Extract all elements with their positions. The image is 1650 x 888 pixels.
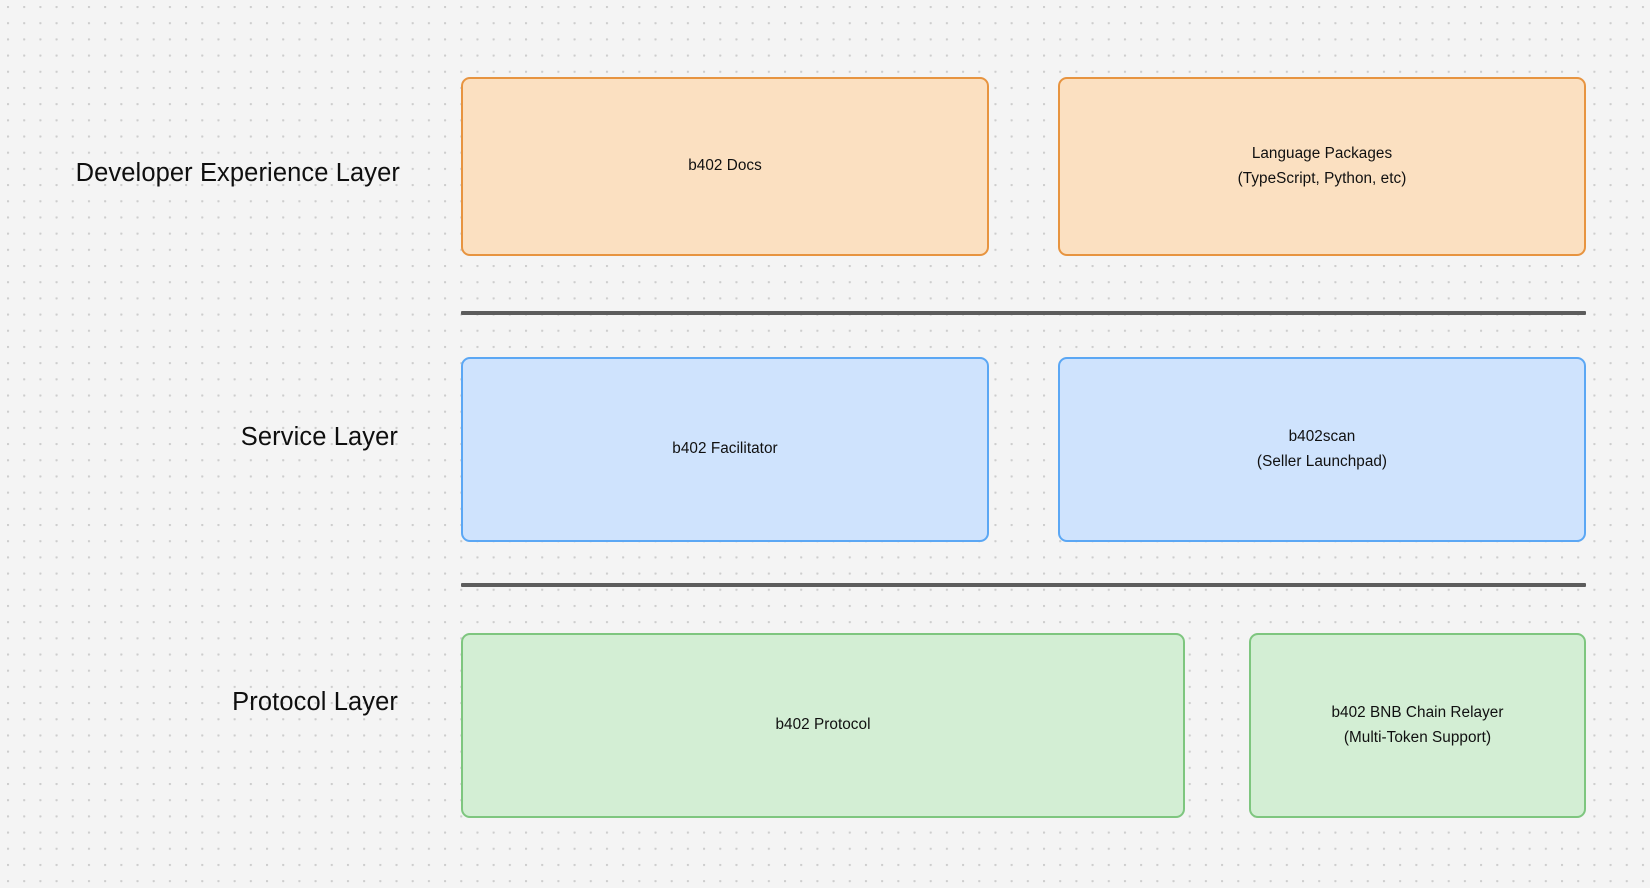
box-b402-protocol[interactable]: b402 Protocol [461,633,1185,818]
box-b402scan-label: b402scan (Seller Launchpad) [1256,428,1388,470]
divider-developer-experience-service [461,311,1586,316]
box-language-packages-label: Language Packages (TypeScript, Python, e… [1237,145,1407,187]
layer-label-developer-experience: Developer Experience Layer [75,159,400,187]
box-b402scan[interactable]: b402scan (Seller Launchpad) [1058,357,1586,542]
box-b402-facilitator-label: b402 Facilitator [672,440,778,458]
box-b402-facilitator[interactable]: b402 Facilitator [461,357,989,542]
box-b402-docs[interactable]: b402 Docs [461,77,989,256]
box-b402-protocol-label: b402 Protocol [775,716,871,734]
box-language-packages[interactable]: Language Packages (TypeScript, Python, e… [1058,77,1586,256]
layer-label-protocol: Protocol Layer [232,688,398,716]
box-b402-bnb-chain-relayer[interactable]: b402 BNB Chain Relayer (Multi-Token Supp… [1249,633,1586,818]
box-b402-docs-label: b402 Docs [688,157,762,175]
box-b402-bnb-chain-relayer-label: b402 BNB Chain Relayer (Multi-Token Supp… [1331,704,1504,746]
divider-service-protocol [461,583,1586,588]
layer-label-service: Service Layer [240,423,398,451]
